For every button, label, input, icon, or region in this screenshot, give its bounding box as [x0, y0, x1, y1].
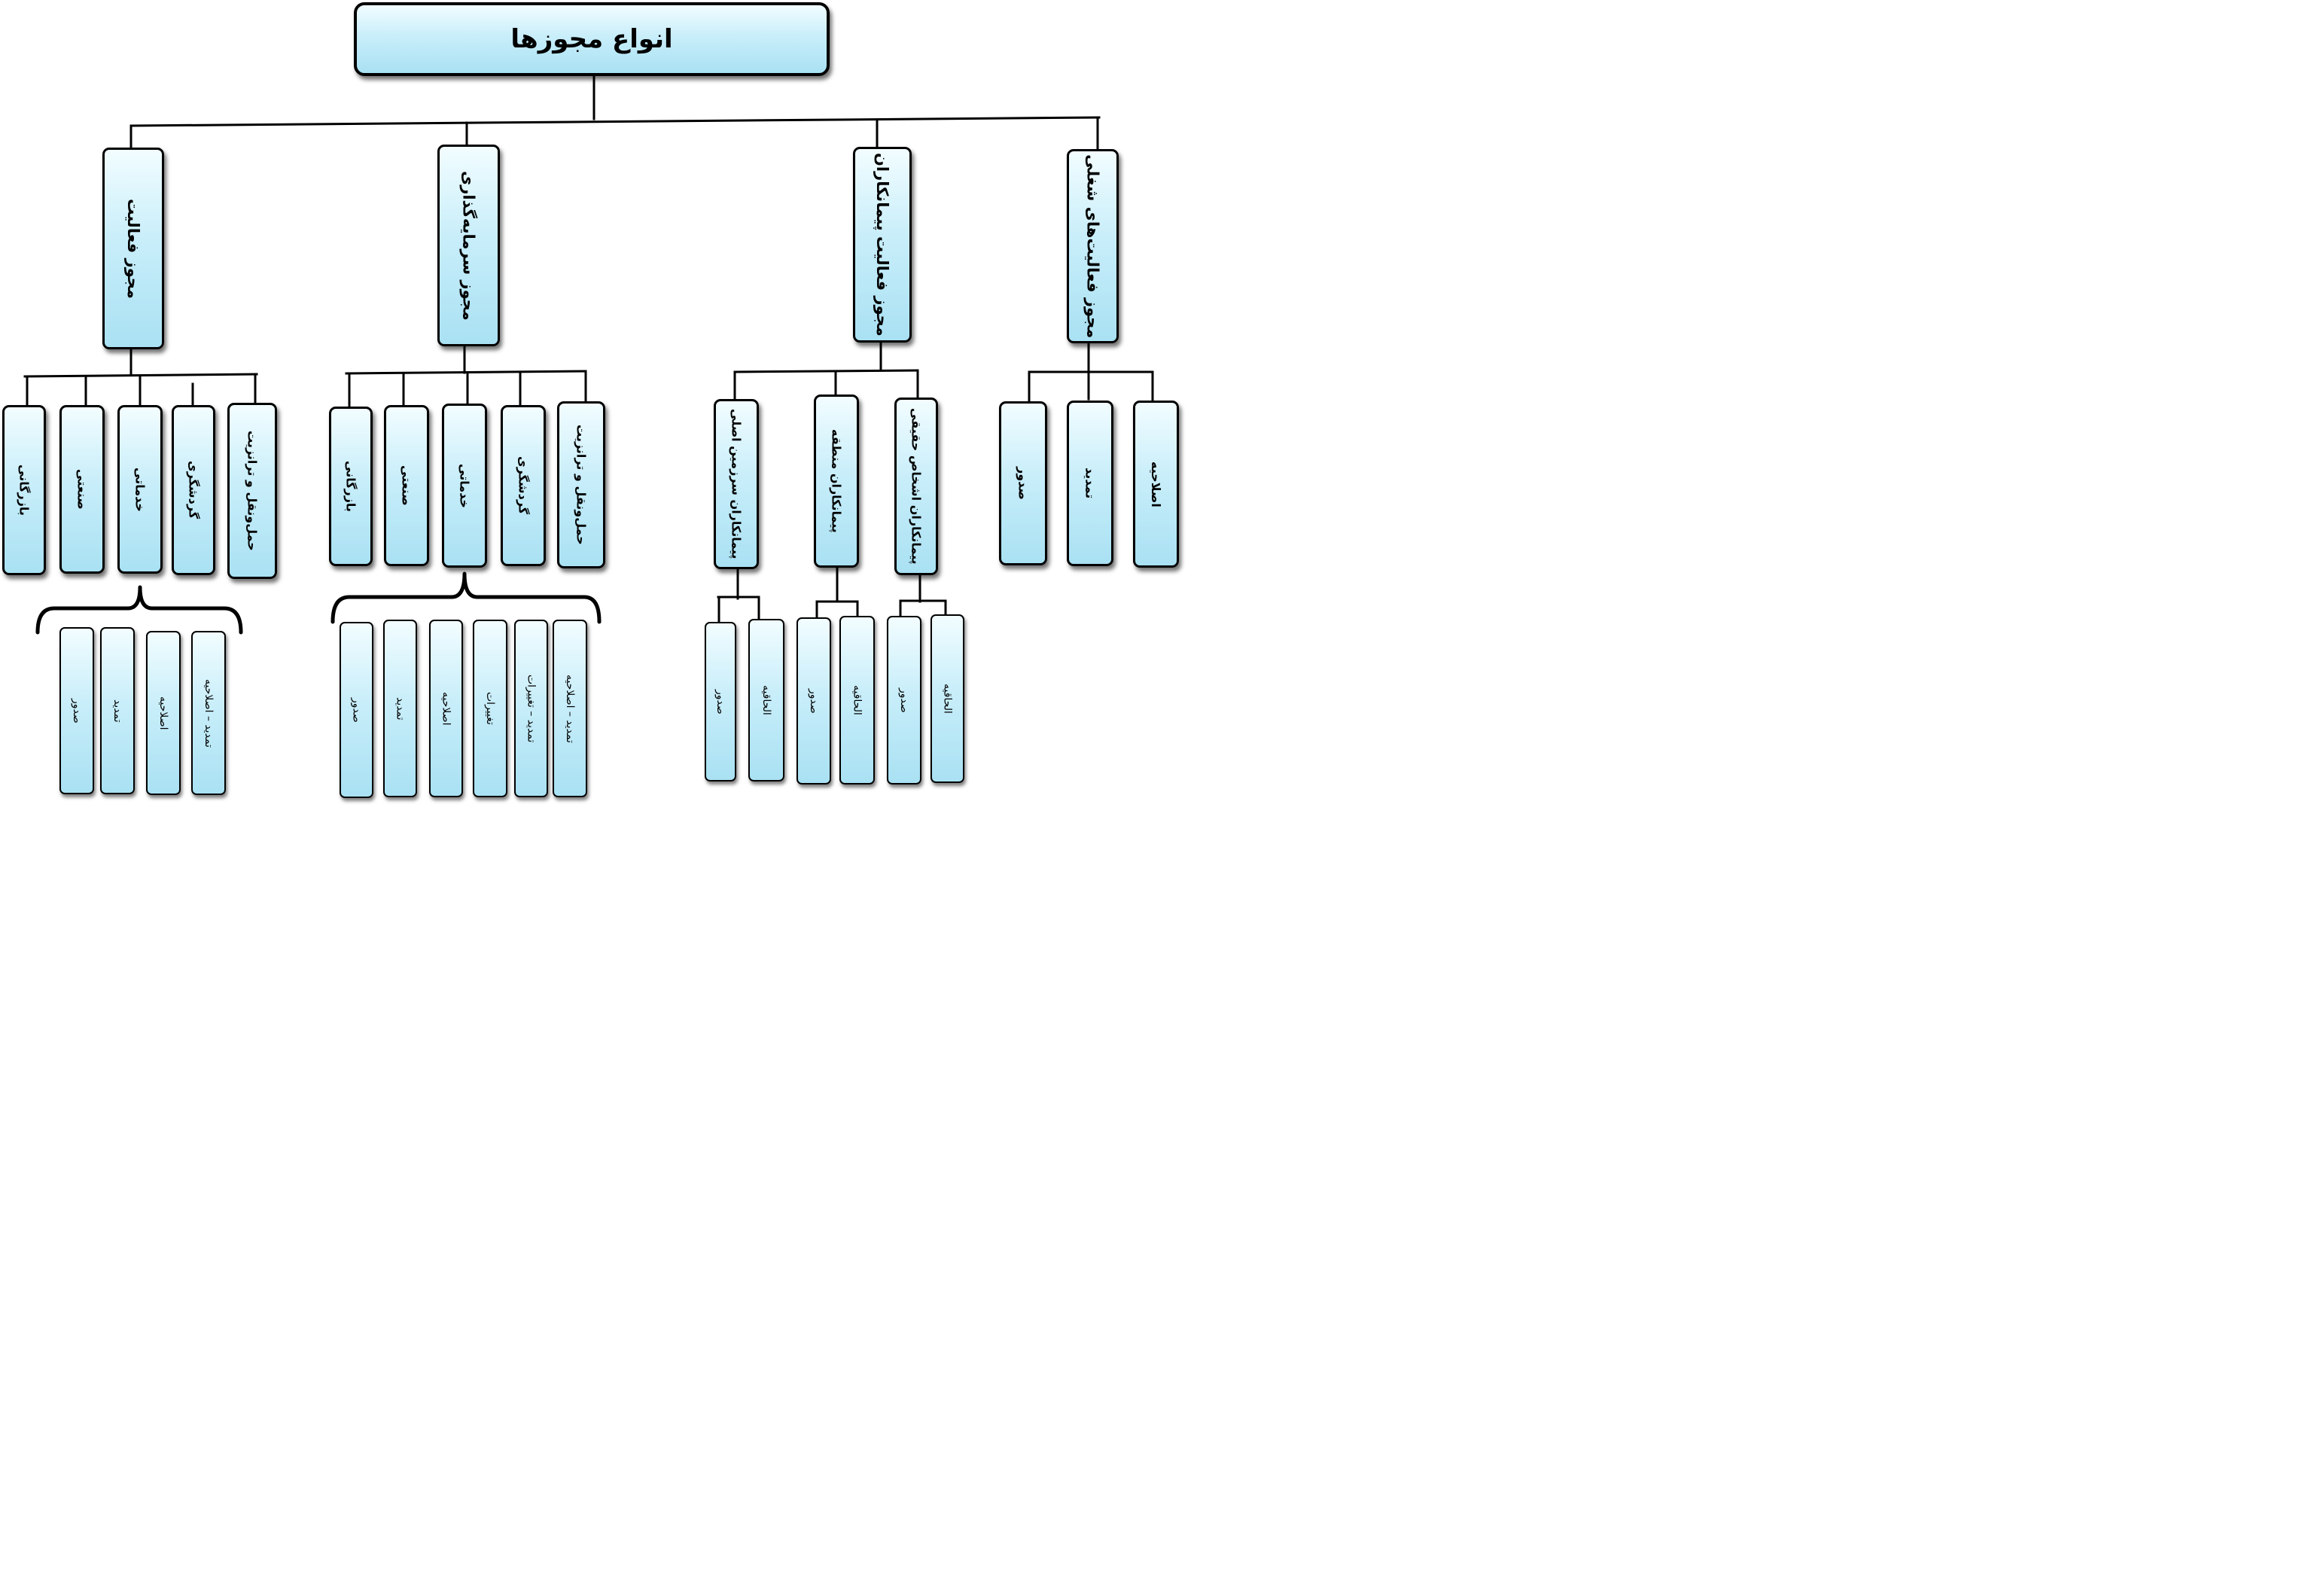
- category-contractors: مجوز فعالیت پیمانکاران: [853, 147, 912, 343]
- category-investment-label: مجوز سرمایه‌گذاری: [459, 170, 478, 321]
- contractor-action-label: الحاقیه: [941, 684, 954, 714]
- investment-action-amend: اصلاحیه: [429, 620, 463, 797]
- jobs-action-renew: تمدید: [1067, 401, 1113, 566]
- investment-action-label: تمدید – تغییرات: [525, 674, 538, 743]
- contractor-action-label: صدور: [898, 687, 910, 713]
- activity-sector-label: خدماتی: [132, 467, 148, 512]
- jobs-action-label: تمدید: [1083, 468, 1098, 499]
- category-contractors-label: مجوز فعالیت پیمانکاران: [873, 153, 891, 337]
- category-jobs-label: مجوز فعالیت‌های شغلی: [1083, 154, 1102, 339]
- jobs-action-issue: صدور: [999, 401, 1047, 565]
- investment-sector-tourism: گردشگری: [501, 405, 546, 566]
- zone-action-issue: صدور: [796, 617, 831, 784]
- contractor-type-individuals: پیمانکاران اشخاص حقیقی: [894, 398, 938, 575]
- activity-action-label: اصلاحیه: [157, 696, 169, 730]
- investment-sector-label: خدماتی: [457, 463, 472, 508]
- jobs-action-amend: اصلاحیه: [1133, 401, 1179, 568]
- activity-sector-label: بازرگانی: [17, 465, 32, 516]
- investment-action-changes: تغییرات: [473, 620, 507, 797]
- jobs-action-label: اصلاحیه: [1149, 461, 1163, 507]
- contractor-type-label: پیمانکاران منطقه: [829, 429, 844, 533]
- investment-sector-services: خدماتی: [442, 404, 487, 568]
- contractor-action-label: صدور: [808, 688, 820, 714]
- investment-action-issue: صدور: [340, 622, 373, 798]
- mainland-action-addendum: الحاقیه: [748, 619, 784, 781]
- activity-sector-commercial: بازرگانی: [2, 405, 46, 575]
- investment-sector-label: حمل‌ونقل و ترانزیت: [574, 425, 589, 545]
- contractor-type-mainland: پیمانکاران سرزمین اصلی: [714, 399, 759, 569]
- activity-sector-label: صنعتی: [75, 469, 90, 510]
- contractor-action-label: الحاقیه: [851, 685, 864, 715]
- activity-action-label: تمدید – اصلاحیه: [203, 678, 215, 748]
- root-title-box: انواع مجوزها: [354, 2, 830, 76]
- investment-action-renew: تمدید: [383, 620, 417, 797]
- activity-action-label: صدور: [71, 698, 83, 724]
- activity-sector-industrial: صنعتی: [59, 405, 105, 574]
- investment-action-label: تغییرات: [484, 692, 496, 725]
- contractor-action-label: الحاقیه: [760, 685, 772, 715]
- activity-action-label: تمدید: [111, 699, 123, 723]
- jobs-action-label: صدور: [1016, 467, 1031, 500]
- investment-sector-commercial: بازرگانی: [329, 407, 373, 566]
- contractor-action-label: صدور: [714, 689, 726, 714]
- investment-sector-industrial: صنعتی: [384, 405, 429, 566]
- investment-action-renew-amend: تمدید – اصلاحیه: [553, 620, 587, 797]
- individuals-action-issue: صدور: [887, 616, 921, 784]
- investment-action-label: صدور: [350, 697, 363, 723]
- individuals-action-addendum: الحاقیه: [931, 614, 964, 783]
- category-investment: مجوز سرمایه‌گذاری: [437, 145, 500, 346]
- category-jobs: مجوز فعالیت‌های شغلی: [1067, 149, 1119, 343]
- activity-sector-label: حمل‌ونقل و ترانزیت: [245, 431, 260, 551]
- category-activity: مجوز فعالیت: [102, 148, 164, 349]
- investment-sector-label: صنعتی: [399, 465, 414, 506]
- page-title: انواع مجوزها: [510, 24, 673, 54]
- investment-sector-label: بازرگانی: [343, 461, 358, 512]
- category-activity-label: مجوز فعالیت: [124, 198, 142, 299]
- activity-sector-tourism: گردشگری: [172, 405, 215, 575]
- investment-action-label: اصلاحیه: [440, 691, 452, 726]
- investment-sector-transport: حمل‌ونقل و ترانزیت: [557, 401, 605, 568]
- activity-action-renew-amend: تمدید – اصلاحیه: [191, 631, 226, 795]
- zone-action-addendum: الحاقیه: [839, 616, 875, 784]
- mainland-action-issue: صدور: [705, 622, 736, 781]
- activity-sector-label: گردشگری: [186, 461, 201, 519]
- activity-sector-transport: حمل‌ونقل و ترانزیت: [227, 403, 277, 579]
- activity-action-issue: صدور: [59, 627, 94, 794]
- investment-sector-label: گردشگری: [516, 456, 531, 515]
- contractor-type-label: پیمانکاران سرزمین اصلی: [729, 409, 744, 559]
- investment-action-label: تمدید – اصلاحیه: [564, 674, 576, 743]
- contractor-type-label: پیمانکاران اشخاص حقیقی: [909, 408, 924, 565]
- contractor-type-zone: پیمانکاران منطقه: [814, 395, 859, 568]
- investment-action-renew-changes: تمدید – تغییرات: [514, 620, 548, 797]
- activity-sector-services: خدماتی: [117, 405, 163, 574]
- activity-action-renew: تمدید: [100, 627, 135, 794]
- investment-action-label: تمدید: [394, 696, 407, 720]
- activity-action-amend: اصلاحیه: [146, 631, 181, 795]
- connector-lines: [23, 74, 1154, 635]
